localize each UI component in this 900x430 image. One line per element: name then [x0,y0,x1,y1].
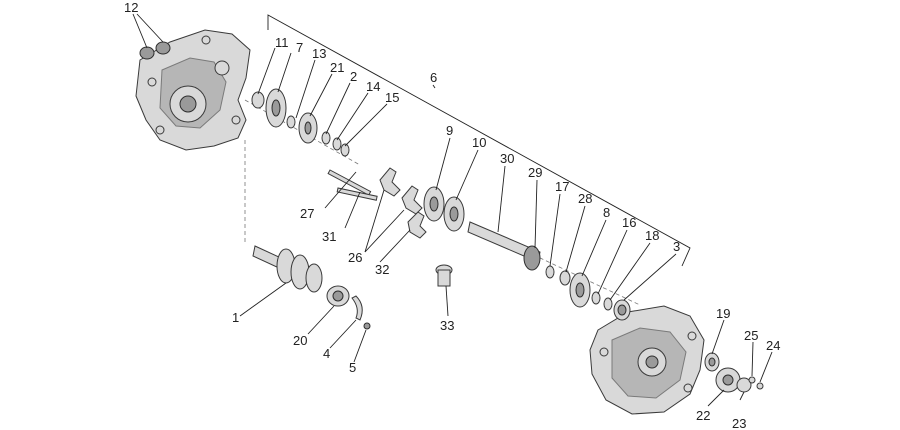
label-2: 2 [350,69,357,84]
label-3: 3 [673,239,680,254]
label-13: 13 [312,46,326,61]
label-22: 22 [696,408,710,423]
primary-shaft [252,245,323,293]
label-10: 10 [472,135,486,150]
secondary-shaft [467,221,541,271]
shift-forks [379,167,427,239]
label-15: 15 [385,90,399,105]
label-4: 4 [323,346,330,361]
label-11: 11 [275,35,289,50]
label-23: 23 [732,416,746,430]
fork-rods [327,169,378,201]
bracket-6 [267,14,691,267]
leader-lines [132,13,773,407]
right-crankcase [589,305,705,415]
label-20: 20 [293,333,307,348]
label-7: 7 [296,40,303,55]
label-28: 28 [578,191,592,206]
label-25: 25 [744,328,758,343]
sprocket-group [704,352,764,393]
label-17: 17 [555,179,569,194]
label-33: 33 [440,318,454,333]
label-32: 32 [375,262,389,277]
label-27: 27 [300,206,314,221]
label-1: 1 [232,310,239,325]
label-12: 12 [124,0,138,15]
pin-33 [435,264,453,287]
middle-gears [423,186,465,232]
label-19: 19 [716,306,730,321]
label-30: 30 [500,151,514,166]
callout-labels: 12 11 7 13 21 2 14 15 6 9 10 30 29 17 28… [124,0,780,430]
label-31: 31 [322,229,336,244]
label-8: 8 [603,205,610,220]
right-gear-group [545,265,631,321]
label-5: 5 [349,360,356,375]
label-24: 24 [766,338,780,353]
primary-bearing-group [326,285,371,330]
label-18: 18 [645,228,659,243]
upper-gear-group [251,88,350,157]
left-crankcase [135,29,251,151]
label-6: 6 [430,70,437,85]
label-26: 26 [348,250,362,265]
label-14: 14 [366,79,380,94]
label-29: 29 [528,165,542,180]
label-16: 16 [622,215,636,230]
label-21: 21 [330,60,344,75]
label-9: 9 [446,123,453,138]
